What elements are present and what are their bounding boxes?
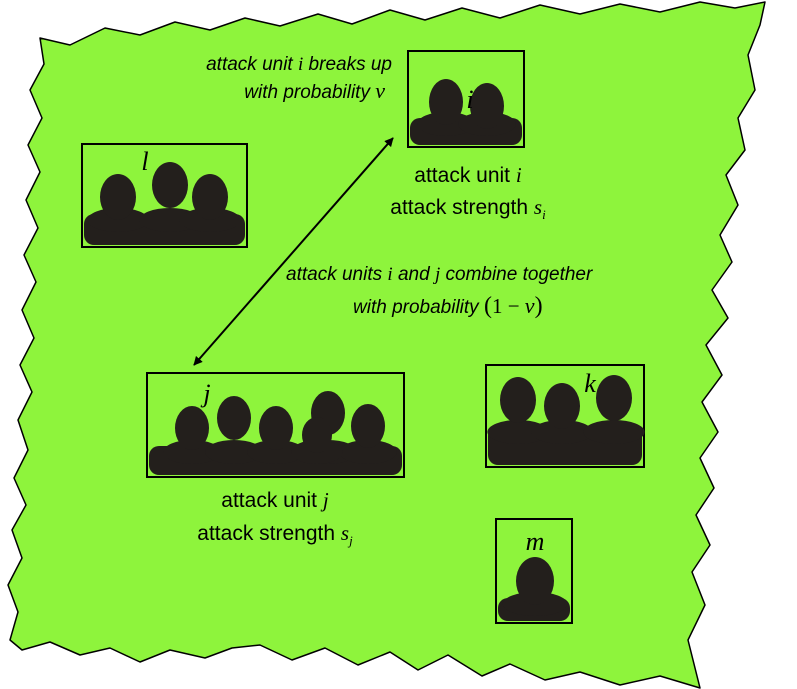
person-shoulder (339, 440, 397, 464)
unit-k-silhouettes (487, 375, 645, 465)
person-shoulder (205, 440, 263, 464)
combine-arrow (193, 137, 394, 366)
unit-k-label: k (584, 369, 596, 398)
person-head (192, 174, 228, 220)
unit-j-silhouettes (149, 391, 402, 475)
person-head (217, 396, 251, 440)
silhouettes (84, 79, 645, 621)
person-shoulder (487, 420, 549, 444)
person-shoulder (531, 420, 593, 444)
unit-m-label: m (526, 527, 545, 556)
person-head (259, 406, 293, 450)
unit-j-label: j (200, 379, 210, 408)
unit-m-silhouettes (498, 557, 570, 621)
person-head (470, 83, 504, 129)
breakup-line-2: with probability ν (244, 78, 385, 103)
person-shoulder (163, 440, 221, 464)
person-head (302, 417, 332, 453)
unit-i-silhouettes (410, 79, 522, 145)
unit-j-name: attack unit j (221, 488, 329, 512)
person-head (100, 174, 136, 220)
breakup-line-1: attack unit i breaks up (206, 54, 392, 75)
unit-i-name: attack unit i (414, 163, 522, 187)
combine-line-2: with probability (1 − ν) (353, 293, 543, 319)
person-shoulder (247, 440, 305, 464)
unit-j-strength: attack strength sj (197, 521, 353, 548)
person-head (516, 557, 554, 605)
unit-l-label: l (141, 147, 148, 176)
person-head (544, 383, 580, 429)
territory-region (7, 1, 766, 689)
combine-line-1: attack units i and j combine together (286, 264, 593, 285)
unit-i-strength: attack strength si (390, 195, 546, 222)
person-head (596, 375, 632, 421)
unit-i-label: i (466, 85, 473, 114)
person-head (152, 162, 188, 208)
person-head (175, 406, 209, 450)
person-shoulder (583, 420, 645, 444)
person-head (500, 377, 536, 423)
person-head (429, 79, 463, 125)
person-head (351, 404, 385, 448)
